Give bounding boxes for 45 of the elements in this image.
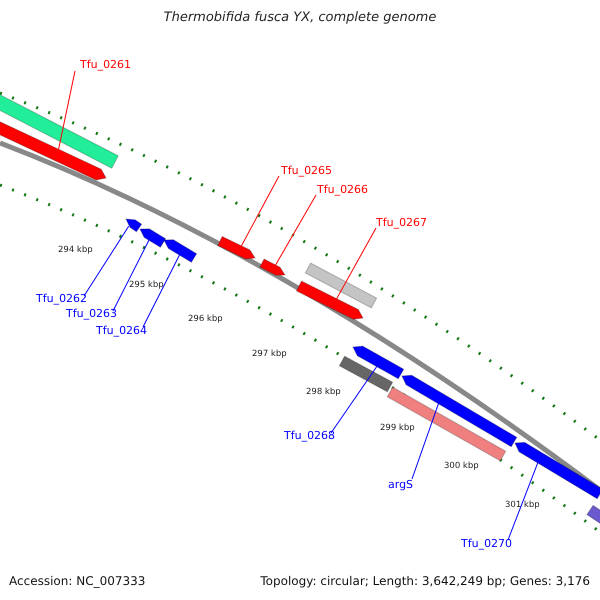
leader-line	[508, 462, 538, 540]
gene-label: Tfu_0266	[317, 184, 368, 195]
gene-label: Tfu_0268	[284, 430, 336, 441]
leader-line	[240, 176, 280, 246]
footer-text: Accession: NC_007333	[9, 575, 146, 587]
gene-bar	[304, 262, 378, 309]
gene-bar	[0, 120, 107, 181]
leader-line	[330, 366, 378, 434]
scale-label: 300 kbp	[444, 462, 479, 470]
scale-label: 296 kbp	[188, 315, 223, 324]
scale-label: 297 kbp	[252, 350, 287, 358]
scale-label: 294 kbp	[58, 246, 93, 254]
scale-label: 298 kbp	[306, 388, 341, 396]
gene-bar	[586, 504, 600, 526]
gene-bar	[217, 236, 256, 260]
leader-line	[112, 240, 150, 312]
gene-bar	[352, 346, 404, 380]
scale-label: 295 kbp	[129, 281, 164, 290]
gene-label: Tfu_0262	[36, 293, 88, 304]
gene-label: Tfu_0261	[80, 59, 132, 70]
leader-line	[336, 228, 376, 300]
leader-line	[58, 70, 76, 150]
gene-bar	[125, 218, 142, 232]
gene-bar	[0, 93, 119, 169]
gene-bar	[163, 239, 198, 263]
footer-text: Topology: circular; Length: 3,642,249 bp; Genes: 3,176	[260, 575, 590, 587]
leader-line	[275, 194, 316, 266]
gene-label: Tfu_0270	[461, 538, 512, 549]
gene-bar	[514, 442, 600, 500]
scale-label: 301 kbp	[505, 501, 540, 510]
gene-bar	[259, 258, 286, 276]
leader-line	[412, 403, 439, 480]
gene-bar	[401, 374, 518, 448]
gene-label: argS	[388, 479, 414, 490]
gene-bar	[139, 228, 166, 248]
scale-label: 299 kbp	[380, 424, 415, 432]
gene-bar	[338, 356, 394, 392]
gene-label: Tfu_0265	[281, 165, 332, 176]
title: Thermobifida fusca YX, complete genome	[162, 11, 438, 24]
leader-line	[84, 226, 130, 296]
gene-bar	[296, 280, 364, 320]
leader-line	[142, 254, 180, 328]
gene-label: Tfu_0264	[96, 325, 148, 336]
gene-label: Tfu_0267	[376, 217, 428, 228]
gene-label: Tfu_0263	[66, 308, 118, 319]
